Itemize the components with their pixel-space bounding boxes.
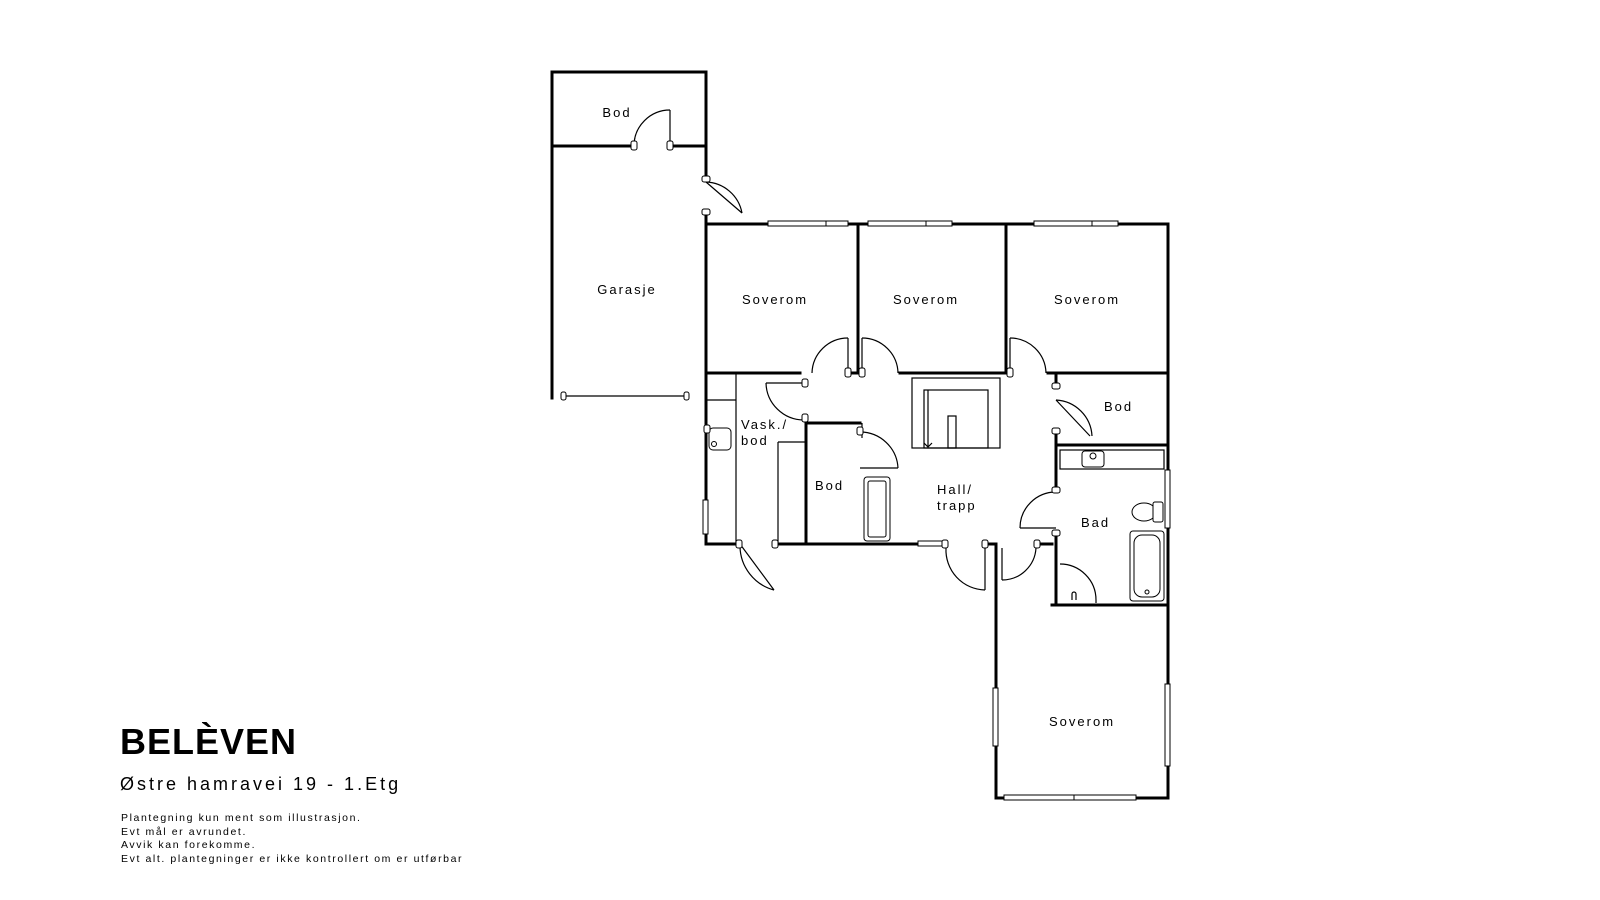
note-line: Plantegning kun ment som illustrasjon. bbox=[121, 812, 362, 824]
doors bbox=[735, 337, 1093, 591]
note-line: Evt mål er avrundet. bbox=[121, 825, 247, 838]
label-vask-line1: Vask./ bbox=[741, 417, 788, 432]
disclaimer-notes: Plantegning kun ment som illustrasjon. E… bbox=[121, 812, 463, 866]
windows bbox=[702, 220, 1171, 801]
label-vask-line2: bod bbox=[741, 433, 769, 448]
address-subtitle: Østre hamravei 19 - 1.Etg bbox=[120, 774, 402, 794]
note-line: Avvik kan forekomme. bbox=[121, 839, 257, 851]
label-hall-line2: trapp bbox=[937, 498, 977, 513]
label-garasje: Garasje bbox=[597, 282, 657, 297]
label-soverom-2: Soverom bbox=[893, 292, 959, 307]
note-line: Evt alt. plantegninger er ikke kontrolle… bbox=[121, 852, 464, 865]
label-bod-middle: Bod bbox=[815, 478, 844, 493]
label-bod-top: Bod bbox=[602, 105, 631, 120]
label-soverom-3: Soverom bbox=[1054, 292, 1120, 307]
label-hall-line1: Hall/ bbox=[937, 482, 973, 497]
room-labels: Bod Garasje Soverom Soverom Soverom Bod … bbox=[597, 105, 1133, 729]
brand-logo-text: BELÈVEN bbox=[120, 721, 298, 762]
garage-block bbox=[550, 70, 743, 401]
label-bod-right: Bod bbox=[1104, 399, 1133, 414]
fixtures bbox=[703, 424, 1165, 603]
label-soverom-1: Soverom bbox=[742, 292, 808, 307]
staircase bbox=[911, 377, 1001, 449]
label-soverom-4: Soverom bbox=[1049, 714, 1115, 729]
label-bad: Bad bbox=[1081, 515, 1110, 530]
